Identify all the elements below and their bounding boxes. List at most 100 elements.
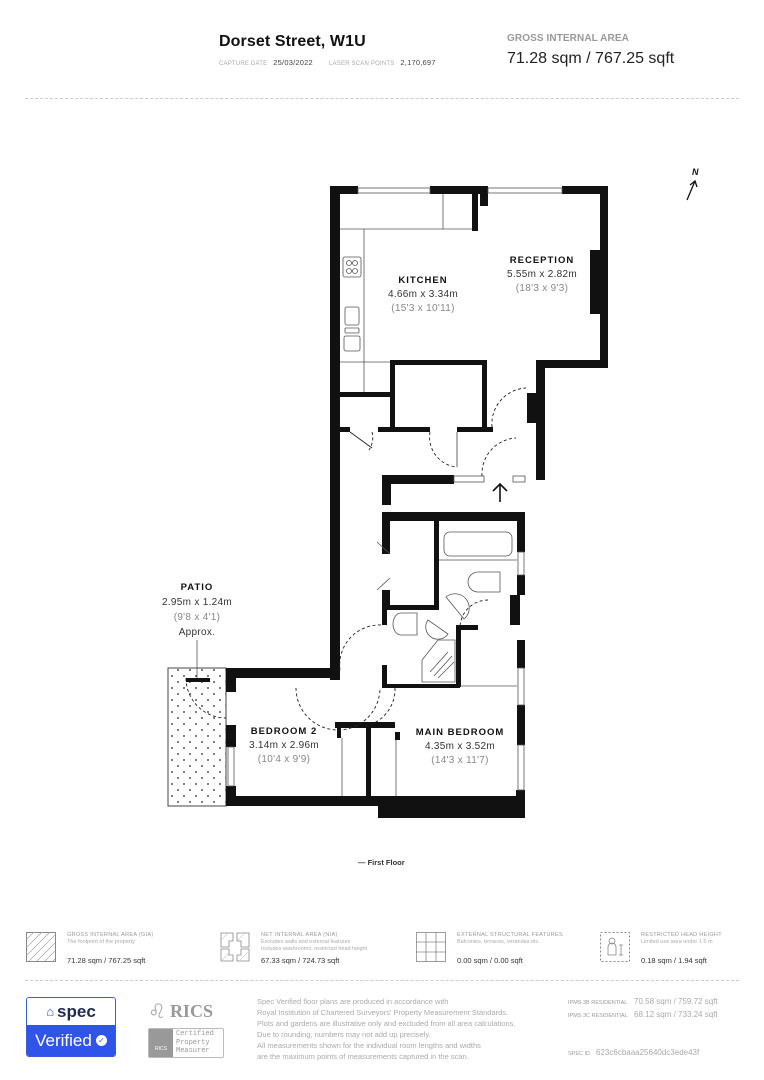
room-imperial: (15'3 x 10'11): [391, 303, 455, 314]
capture-date: 25/03/2022: [273, 58, 313, 67]
room-metric: 5.55m x 2.82m: [506, 269, 578, 280]
spec-brand: spec: [57, 1001, 96, 1021]
room-name: KITCHEN: [398, 275, 448, 286]
legend-desc: Balconies, terraces, verandas etc.: [457, 939, 540, 945]
patio-area: [167, 667, 227, 807]
room-patio: PATIO 2.95m x 1.24m (9'8 x 4'1) Approx.: [162, 580, 232, 640]
room-reception: RECEPTION 5.55m x 2.82m (18'3 x 9'3): [507, 254, 577, 296]
divider: [25, 98, 739, 99]
disclaimer: Spec Verified floor plans are produced i…: [257, 996, 515, 1062]
walls: [186, 186, 608, 818]
spec-id: SPEC ID 623c6cbaaa25640dc3ede43f: [568, 1048, 699, 1057]
spec-id-label: SPEC ID: [568, 1051, 591, 1057]
property-title: Dorset Street, W1U: [219, 33, 366, 50]
sink-icon: [343, 335, 361, 352]
basin-icon: [445, 593, 470, 620]
drainer-icon: [344, 306, 360, 326]
gia-value: 71.28 sqm / 767.25 sqft: [507, 50, 675, 67]
room-kitchen: KITCHEN 4.66m x 3.34m (15'3 x 10'11): [388, 274, 458, 316]
wardrobes: [341, 738, 397, 796]
legend-title: NET INTERNAL AREA (NIA): [261, 932, 338, 938]
entrance-arrow-icon: [492, 482, 508, 502]
basin-2-icon: [425, 619, 449, 640]
legend-desc: Excludes walls and external features Inc…: [261, 939, 367, 953]
disclaimer-line: Plots and gardens are illustrative only …: [257, 1019, 516, 1028]
legend-value: 71.28 sqm / 767.25 sqft: [67, 956, 146, 965]
legend-title: RESTRICTED HEAD HEIGHT: [641, 932, 722, 938]
toilet-icon: [467, 571, 501, 593]
scan-points: 2,170,697: [400, 58, 436, 67]
rics-cert-line: Certified: [176, 1030, 214, 1038]
legend-desc: Limited use area under 1.5 m: [641, 939, 713, 945]
spec-house-icon: ⌂: [46, 1004, 55, 1019]
legend-title: EXTERNAL STRUCTURAL FEATURES: [457, 932, 563, 938]
hob-icon: [342, 256, 362, 278]
room-imperial: (10'4 x 9'9): [257, 754, 311, 765]
rics-brand: RICS: [169, 1000, 213, 1021]
rics-seal-icon: RICS: [149, 1029, 173, 1057]
capture-date-label: CAPTURE DATE: [219, 61, 268, 67]
ipms-3c: IPMS 3C RESIDENTIAL 68.12 sqm / 733.24 sq…: [568, 1009, 718, 1022]
bath-icon: [443, 531, 513, 557]
room-metric: 4.35m x 3.52m: [424, 741, 496, 752]
rics-cert-line: Property: [176, 1038, 210, 1047]
floor-plan: N: [167, 167, 699, 818]
room-imperial: (9'8 x 4'1): [173, 612, 221, 623]
disclaimer-line: Due to rounding, numbers may not add up …: [257, 1030, 431, 1039]
grid-icon: [416, 932, 446, 962]
spec-logo: ⌂spec: [27, 998, 115, 1025]
rics-logo: ♌ RICS RICS Certified Property Measurer: [148, 997, 226, 1058]
room-name: BEDROOM 2: [250, 726, 318, 737]
room-metric: 2.95m x 1.24m: [161, 597, 233, 608]
room-name: RECEPTION: [509, 255, 575, 266]
rics-cert-text: Certified Property Measurer: [173, 1029, 217, 1057]
room-bedroom-2: BEDROOM 2 3.14m x 2.96m (10'4 x 9'9): [249, 725, 319, 767]
toilet-2-icon: [392, 612, 418, 636]
legend-desc-line: Includes washrooms, restricted head heig…: [261, 946, 368, 952]
rics-cert-badge: RICS Certified Property Measurer: [148, 1028, 224, 1058]
door-swings: [185, 387, 527, 731]
room-name: PATIO: [180, 582, 214, 593]
legend-value: 0.00 sqm / 0.00 sqft: [457, 956, 523, 965]
north-arrow-icon: [686, 179, 698, 201]
disclaimer-line: Spec Verified floor plans are produced i…: [257, 997, 449, 1006]
room-imperial: (14'3 x 11'7): [431, 755, 489, 766]
room-metric: 4.66m x 3.34m: [387, 289, 459, 300]
ipms-value: 70.58 sqm / 759.72 sqft: [634, 997, 718, 1006]
check-icon: ✓: [95, 1035, 107, 1046]
gia-hatch-icon: [26, 932, 56, 962]
legend-value: 0.18 sqm / 1.94 sqft: [641, 956, 707, 965]
floor-label: — First Floor: [358, 858, 405, 867]
rics-cert-line: Measurer: [176, 1047, 210, 1055]
room-imperial: (18'3 x 9'3): [515, 283, 569, 294]
disclaimer-line: All measurements shown for the individua…: [257, 1041, 481, 1050]
scan-points-label: LASER SCAN POINTS: [329, 61, 395, 67]
room-main-bedroom: MAIN BEDROOM 4.35m x 3.52m (14'3 x 11'7): [416, 726, 505, 768]
capture-meta: CAPTURE DATE 25/03/2022 LASER SCAN POINTS…: [219, 58, 450, 67]
bathroom-fittings: [376, 531, 517, 687]
shower-icon: [421, 639, 456, 683]
gia-label: GROSS INTERNAL AREA: [507, 33, 629, 44]
room-name: MAIN BEDROOM: [415, 727, 505, 738]
north-label: N: [692, 167, 699, 177]
nia-hatch-icon: [220, 932, 250, 962]
ipms-label: IPMS 3C RESIDENTIAL: [568, 1013, 628, 1019]
ipms-label: IPMS 3B RESIDENTIAL: [568, 1000, 628, 1006]
disclaimer-line: are the maximum points of measurements c…: [257, 1052, 469, 1061]
kitchen-fittings: [340, 194, 472, 392]
legend-title: GROSS INTERNAL AREA (GIA): [67, 932, 154, 938]
verified-text: Verified: [35, 1030, 92, 1050]
legend-desc: The footprint of the property: [67, 939, 135, 945]
rics-lion-icon: ♌: [148, 1000, 166, 1023]
rics-wordmark: ♌ RICS: [148, 997, 226, 1025]
windows: [227, 187, 563, 791]
person-height-icon: [600, 932, 630, 962]
spec-verified-badge: ⌂spec Verified✓: [26, 997, 116, 1057]
divider: [25, 980, 739, 981]
disclaimer-line: Royal Institution of Chartered Surveyors…: [257, 1008, 509, 1017]
legend-value: 67.33 sqm / 724.73 sqft: [261, 956, 340, 965]
legend-desc-line: Excludes walls and external features: [261, 939, 351, 945]
spec-id-value: 623c6cbaaa25640dc3ede43f: [596, 1048, 700, 1057]
verified-label: Verified✓: [27, 1025, 115, 1056]
ipms-value: 68.12 sqm / 733.24 sqft: [634, 1010, 718, 1019]
